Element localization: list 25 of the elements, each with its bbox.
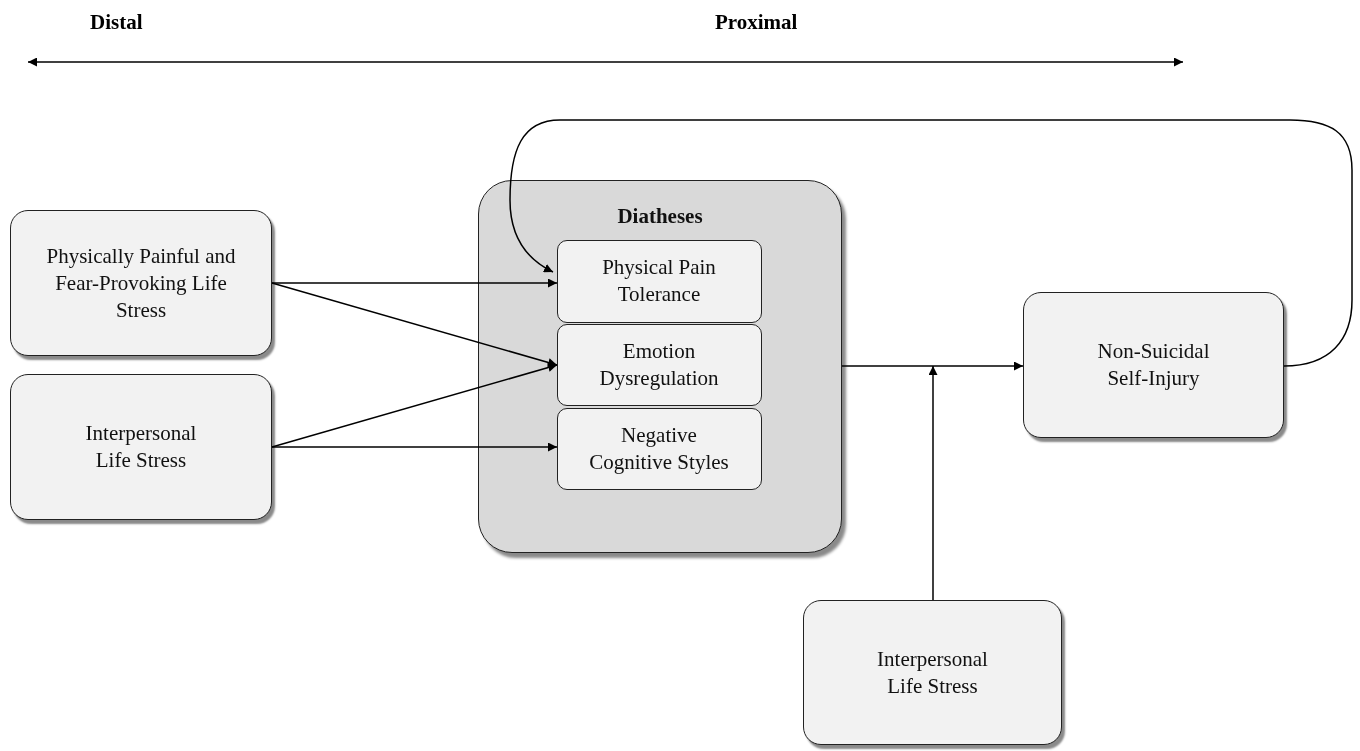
process-box xyxy=(803,600,1062,745)
node-label: Physically Painful and Fear-Provoking Life Stress xyxy=(46,242,236,324)
arrow xyxy=(271,282,558,367)
process-box xyxy=(10,374,272,520)
arrow xyxy=(271,278,558,288)
group-box xyxy=(478,180,842,553)
node-label: Emotion Dysregulation xyxy=(598,337,720,392)
group-heading: Diatheses xyxy=(616,203,704,230)
node-label: Physical Pain Tolerance xyxy=(601,254,717,308)
node-label: Non-Suicidal Self-Injury xyxy=(1096,338,1211,392)
node-label: Negative Cognitive Styles xyxy=(588,421,730,476)
arrow xyxy=(271,363,558,448)
node-label: Interpersonal Life Stress xyxy=(84,420,198,474)
arrow xyxy=(928,365,938,601)
node-label: Interpersonal Life Stress xyxy=(876,645,989,700)
factor-box xyxy=(556,239,762,323)
axis-label: Distal xyxy=(90,10,143,35)
axis-label: Proximal xyxy=(715,10,798,35)
arrow xyxy=(509,119,1353,367)
factor-box xyxy=(556,407,762,490)
factor-box xyxy=(556,323,762,406)
process-box xyxy=(10,210,272,356)
arrow xyxy=(841,361,1024,371)
arrow xyxy=(271,442,558,452)
process-box xyxy=(1023,292,1284,438)
